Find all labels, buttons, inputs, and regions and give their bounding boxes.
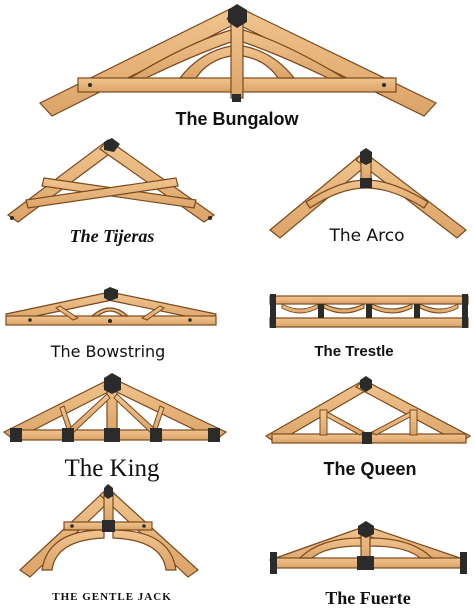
gentle-jack-truss-drawing bbox=[19, 484, 199, 578]
trestle-label: The Trestle bbox=[314, 343, 394, 360]
bowstring-truss-drawing bbox=[5, 287, 217, 326]
queen-label: The Queen bbox=[323, 459, 417, 479]
tijeras-truss-drawing bbox=[6, 138, 216, 223]
arco-label: The Arco bbox=[329, 226, 405, 246]
arco-truss-drawing bbox=[269, 148, 467, 239]
bowstring-label: The Bowstring bbox=[50, 342, 166, 361]
tijeras-label: The Tijeras bbox=[69, 226, 155, 246]
fuerte-label: The Fuerte bbox=[325, 588, 411, 608]
fuerte-truss-drawing bbox=[269, 521, 467, 574]
gentle-jack-label: The Gentle Jack bbox=[52, 591, 172, 603]
bungalow-truss-drawing bbox=[39, 4, 437, 117]
king-truss-drawing bbox=[2, 373, 228, 442]
queen-truss-drawing bbox=[264, 376, 472, 444]
bungalow-label: The Bungalow bbox=[175, 109, 299, 129]
trestle-truss-drawing bbox=[269, 294, 469, 328]
king-label: The King bbox=[64, 455, 160, 482]
